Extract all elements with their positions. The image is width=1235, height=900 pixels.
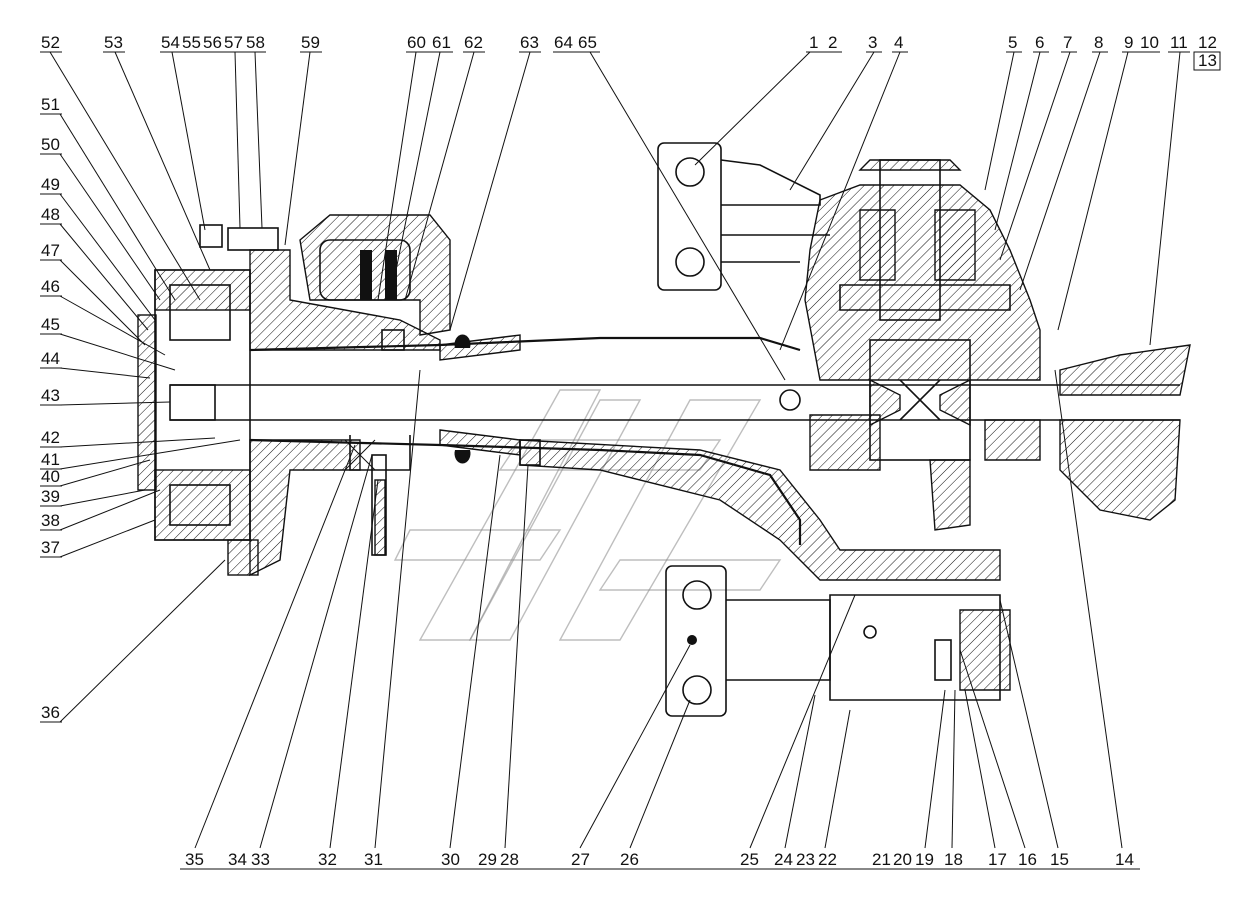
callout-63: 63 (520, 33, 539, 52)
callout-35: 35 (185, 850, 204, 869)
callout-26: 26 (620, 850, 639, 869)
callout-23: 23 (796, 850, 815, 869)
callout-21: 21 (872, 850, 891, 869)
wheel-hub (137, 224, 441, 577)
callout-49: 49 (41, 175, 60, 194)
callout-48: 48 (41, 205, 60, 224)
callout-29: 29 (478, 850, 497, 869)
callout-54: 54 (161, 33, 180, 52)
callout-57: 57 (224, 33, 243, 52)
callout-46: 46 (41, 277, 60, 296)
callout-12: 12 (1198, 33, 1217, 52)
callout-44: 44 (41, 349, 60, 368)
callouts-top: 52 53 54 55 56 57 58 59 60 61 62 63 64 6… (40, 33, 1221, 381)
callout-62: 62 (464, 33, 483, 52)
callout-14: 14 (1115, 850, 1134, 869)
callout-15: 15 (1050, 850, 1069, 869)
callout-60: 60 (407, 33, 426, 52)
watermark-logo (393, 389, 782, 641)
callout-40: 40 (41, 467, 60, 486)
callout-8: 8 (1094, 33, 1103, 52)
callout-11: 11 (1170, 33, 1188, 52)
callout-38: 38 (41, 511, 60, 530)
callout-53: 53 (104, 33, 123, 52)
callout-27: 27 (571, 850, 590, 869)
callouts-left: 51 50 49 48 47 46 45 44 43 42 41 40 39 3… (40, 95, 241, 723)
brake-caliper (299, 214, 451, 556)
lower-bracket (665, 565, 1011, 717)
callout-17: 17 (988, 850, 1007, 869)
callout-28: 28 (500, 850, 519, 869)
callout-42: 42 (41, 428, 60, 447)
callout-47: 47 (41, 241, 60, 260)
callout-65: 65 (578, 33, 597, 52)
callout-16: 16 (1018, 850, 1037, 869)
upper-bracket (657, 142, 830, 291)
callout-30: 30 (441, 850, 460, 869)
callout-56: 56 (203, 33, 222, 52)
callout-3: 3 (868, 33, 877, 52)
callout-50: 50 (41, 135, 60, 154)
callout-33: 33 (251, 850, 270, 869)
callout-36: 36 (41, 703, 60, 722)
callout-64: 64 (554, 33, 573, 52)
differential (779, 159, 1041, 531)
callout-41: 41 (41, 450, 60, 469)
callout-10: 10 (1140, 33, 1159, 52)
callout-19: 19 (915, 850, 934, 869)
callout-45: 45 (41, 315, 60, 334)
callout-22: 22 (818, 850, 837, 869)
callout-59: 59 (301, 33, 320, 52)
callout-51: 51 (41, 95, 60, 114)
callout-18: 18 (944, 850, 963, 869)
callout-20: 20 (893, 850, 912, 869)
callout-55: 55 (182, 33, 201, 52)
callout-31: 31 (364, 850, 383, 869)
callout-52: 52 (41, 33, 60, 52)
callout-5: 5 (1008, 33, 1017, 52)
callout-37: 37 (41, 538, 60, 557)
callout-9: 9 (1124, 33, 1133, 52)
callout-58: 58 (246, 33, 265, 52)
callout-43: 43 (41, 386, 60, 405)
callout-1: 1 (809, 33, 818, 52)
callout-6: 6 (1035, 33, 1044, 52)
callout-25: 25 (740, 850, 759, 869)
callouts-bottom: 35 34 33 32 31 30 29 28 27 26 25 24 23 2… (180, 369, 1140, 870)
callout-13: 13 (1198, 51, 1217, 70)
callout-39: 39 (41, 487, 60, 506)
callout-34: 34 (228, 850, 247, 869)
callout-24: 24 (774, 850, 793, 869)
axle-housing (169, 334, 1191, 581)
callout-61: 61 (432, 33, 451, 52)
callout-32: 32 (318, 850, 337, 869)
callout-2: 2 (828, 33, 837, 52)
callout-7: 7 (1063, 33, 1072, 52)
callout-4: 4 (894, 33, 903, 52)
